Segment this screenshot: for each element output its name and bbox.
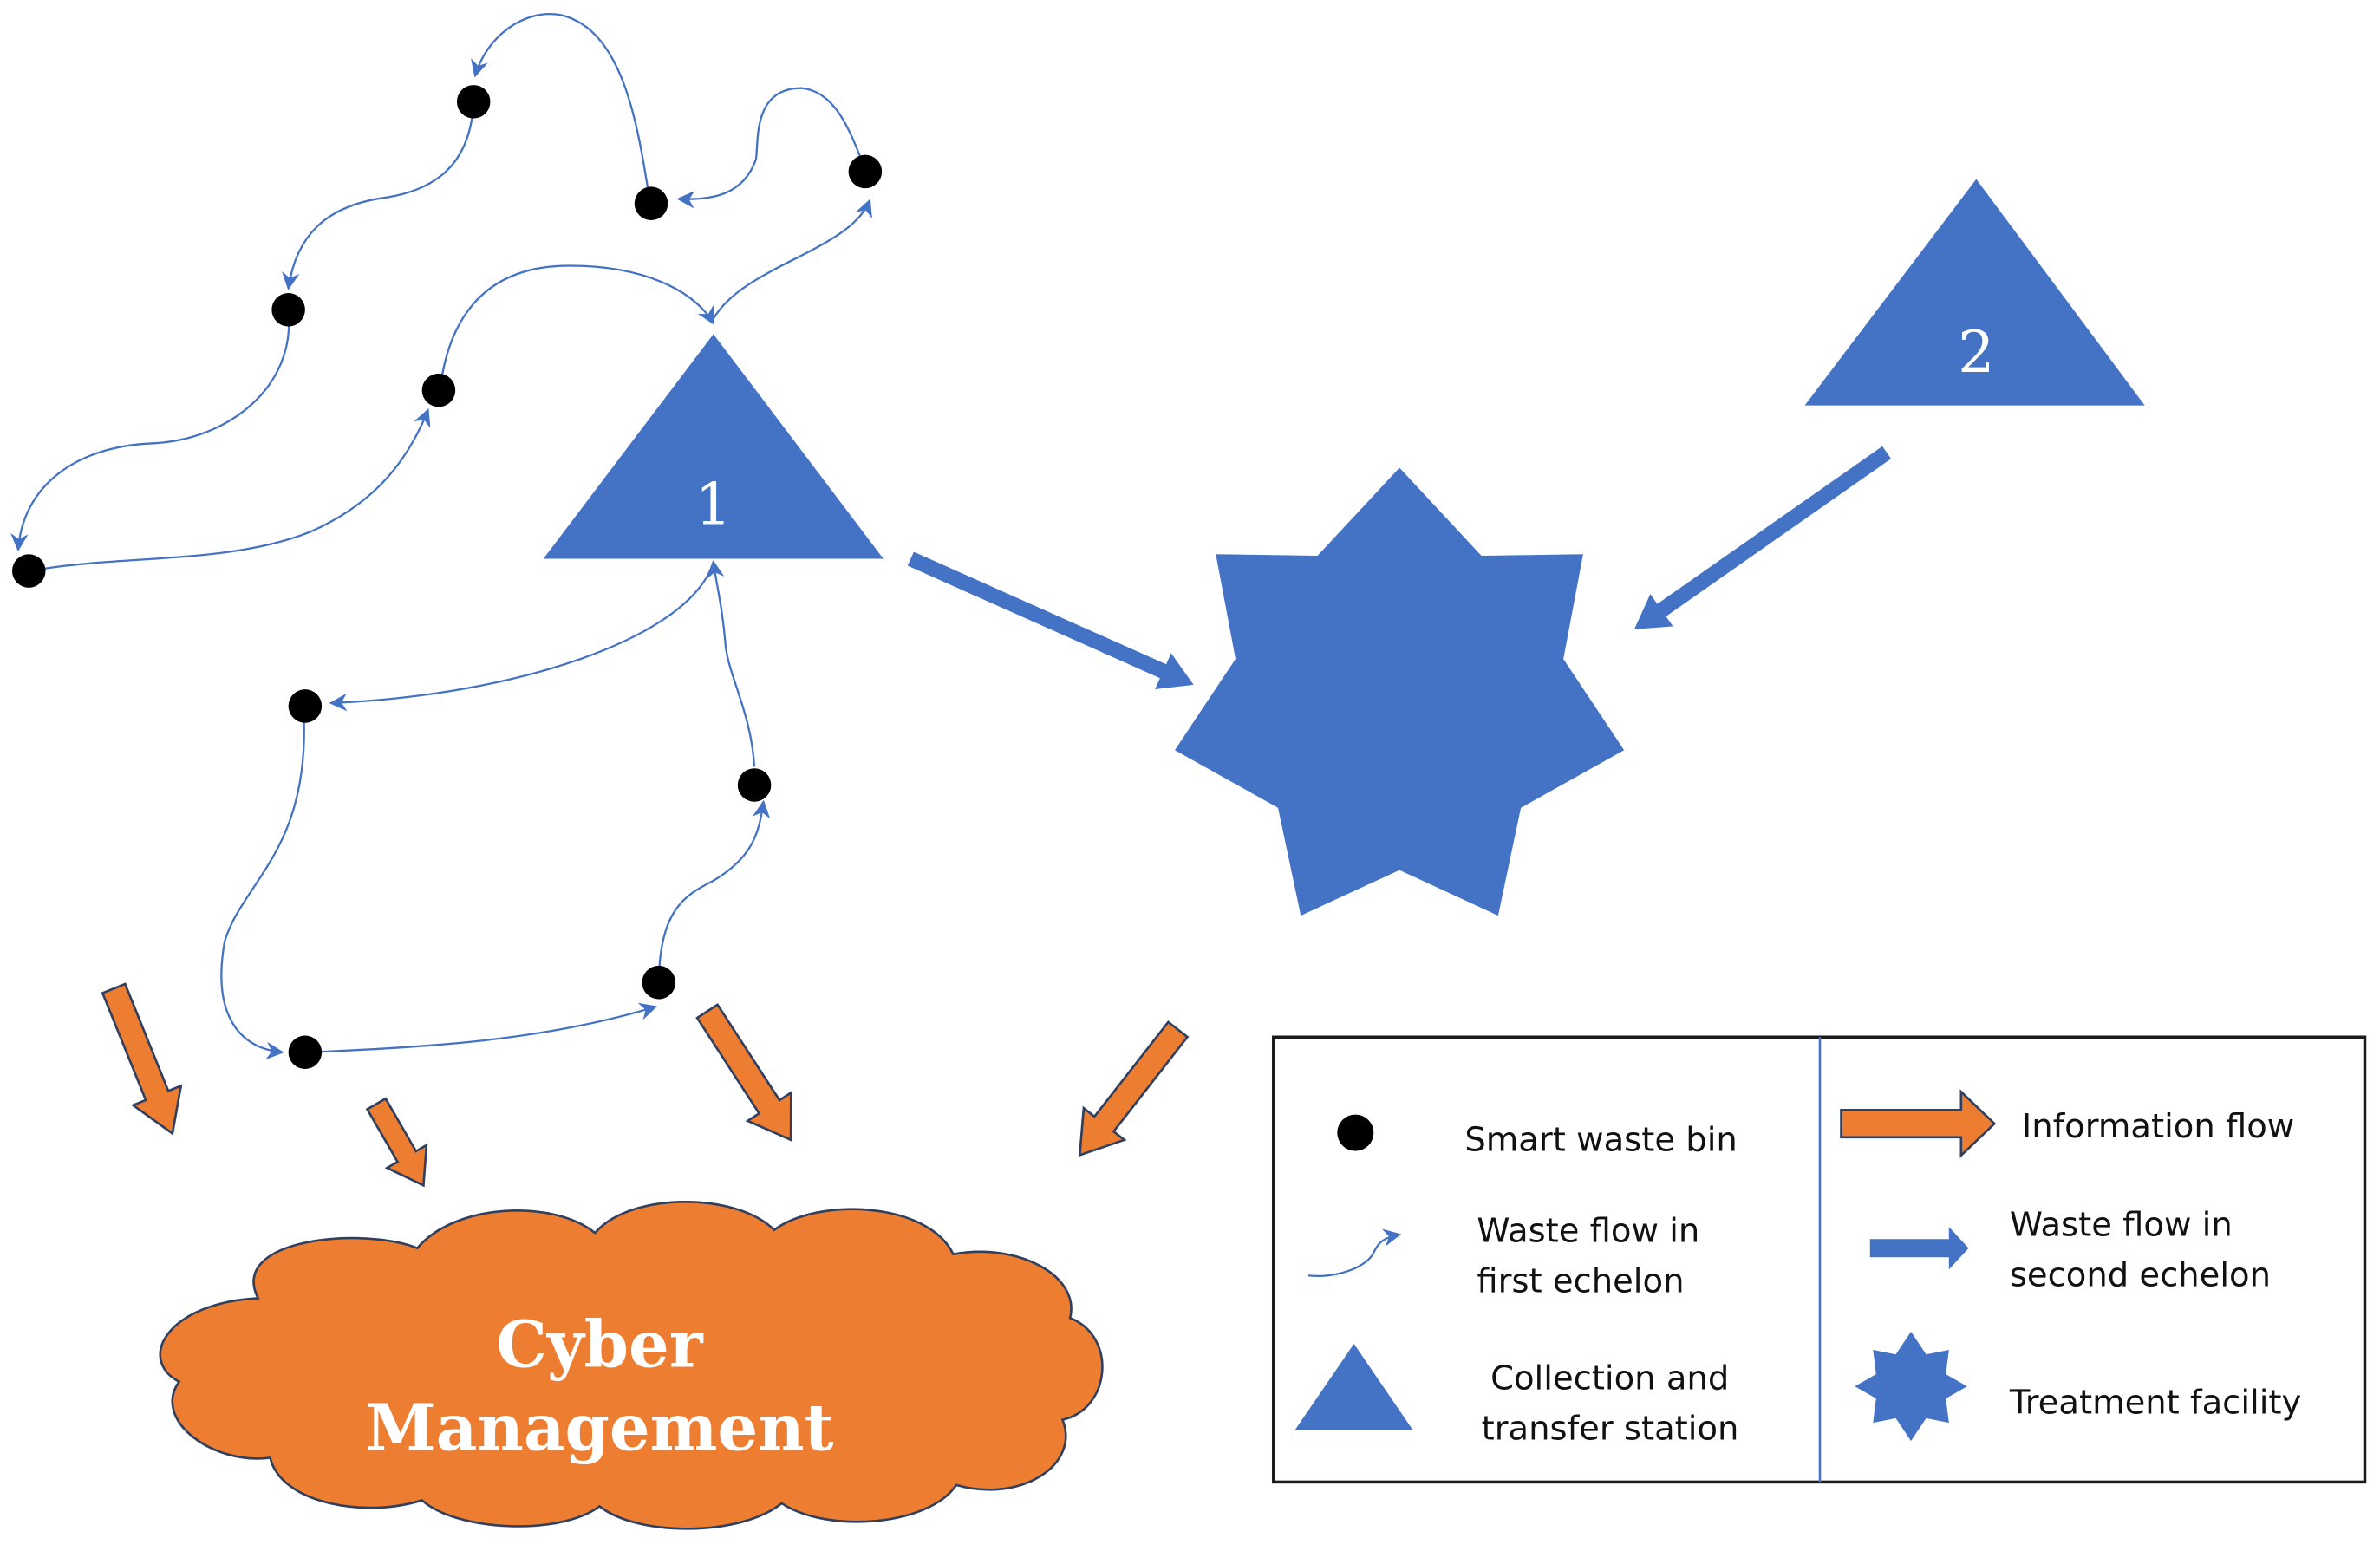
smart-bin	[421, 373, 456, 407]
route-upper-loop	[10, 13, 872, 572]
smart-bin	[737, 768, 772, 802]
info-flow-arrow	[1078, 1020, 1190, 1157]
legend-second-echelon-label-2: second echelon	[2010, 1255, 2271, 1294]
legend-information-flow-label: Information flow	[2022, 1107, 2294, 1146]
legend-collection-station-icon	[1294, 1344, 1413, 1430]
info-flow-arrow	[695, 1003, 792, 1142]
legend-collection-label-1: Collection and	[1490, 1359, 1729, 1398]
flow-station2-to-facility	[1633, 446, 1892, 629]
smart-bin	[288, 1035, 323, 1070]
smart-bin	[634, 186, 668, 220]
legend-smart-bin-icon	[1337, 1114, 1374, 1151]
smart-bin	[642, 965, 676, 1000]
legend: Smart waste bin Waste flow in first eche…	[1272, 1035, 2367, 1484]
smart-bin	[848, 154, 883, 189]
legend-first-echelon-icon	[1307, 1228, 1402, 1277]
collection-station-2: 2	[1804, 179, 2145, 406]
smart-bin	[456, 85, 491, 119]
smart-bins	[12, 85, 883, 1070]
treatment-facility-star	[1174, 467, 1625, 916]
cloud-title-line1: Cyber	[496, 1307, 703, 1382]
info-flow-arrow	[101, 982, 183, 1136]
flow-station1-to-facility	[907, 551, 1194, 689]
legend-treatment-facility-label: Treatment facility	[2009, 1384, 2301, 1423]
second-echelon-flows	[907, 446, 1892, 689]
legend-second-echelon-icon	[1869, 1227, 1969, 1270]
cloud-title-line2: Management	[365, 1391, 833, 1466]
legend-first-echelon-label-2: first echelon	[1477, 1261, 1684, 1300]
cyber-management-cloud: Cyber Management	[159, 1200, 1104, 1530]
legend-smart-bin-label: Smart waste bin	[1464, 1121, 1737, 1160]
station-1-label: 1	[695, 470, 732, 538]
info-flow-arrow	[365, 1097, 428, 1188]
information-flows	[101, 982, 1190, 1188]
smart-bin	[288, 689, 323, 723]
smart-bin	[271, 293, 305, 327]
legend-first-echelon-label-1: Waste flow in	[1477, 1212, 1699, 1251]
collection-station-1: 1	[543, 334, 884, 559]
smart-bin	[12, 554, 46, 588]
legend-collection-label-2: transfer station	[1482, 1409, 1739, 1448]
legend-second-echelon-label-1: Waste flow in	[2010, 1206, 2233, 1245]
legend-information-flow-icon	[1840, 1089, 1997, 1158]
station-2-label: 2	[1958, 318, 1994, 386]
legend-treatment-facility-icon	[1855, 1332, 1967, 1442]
route-lower-loop	[220, 560, 771, 1060]
